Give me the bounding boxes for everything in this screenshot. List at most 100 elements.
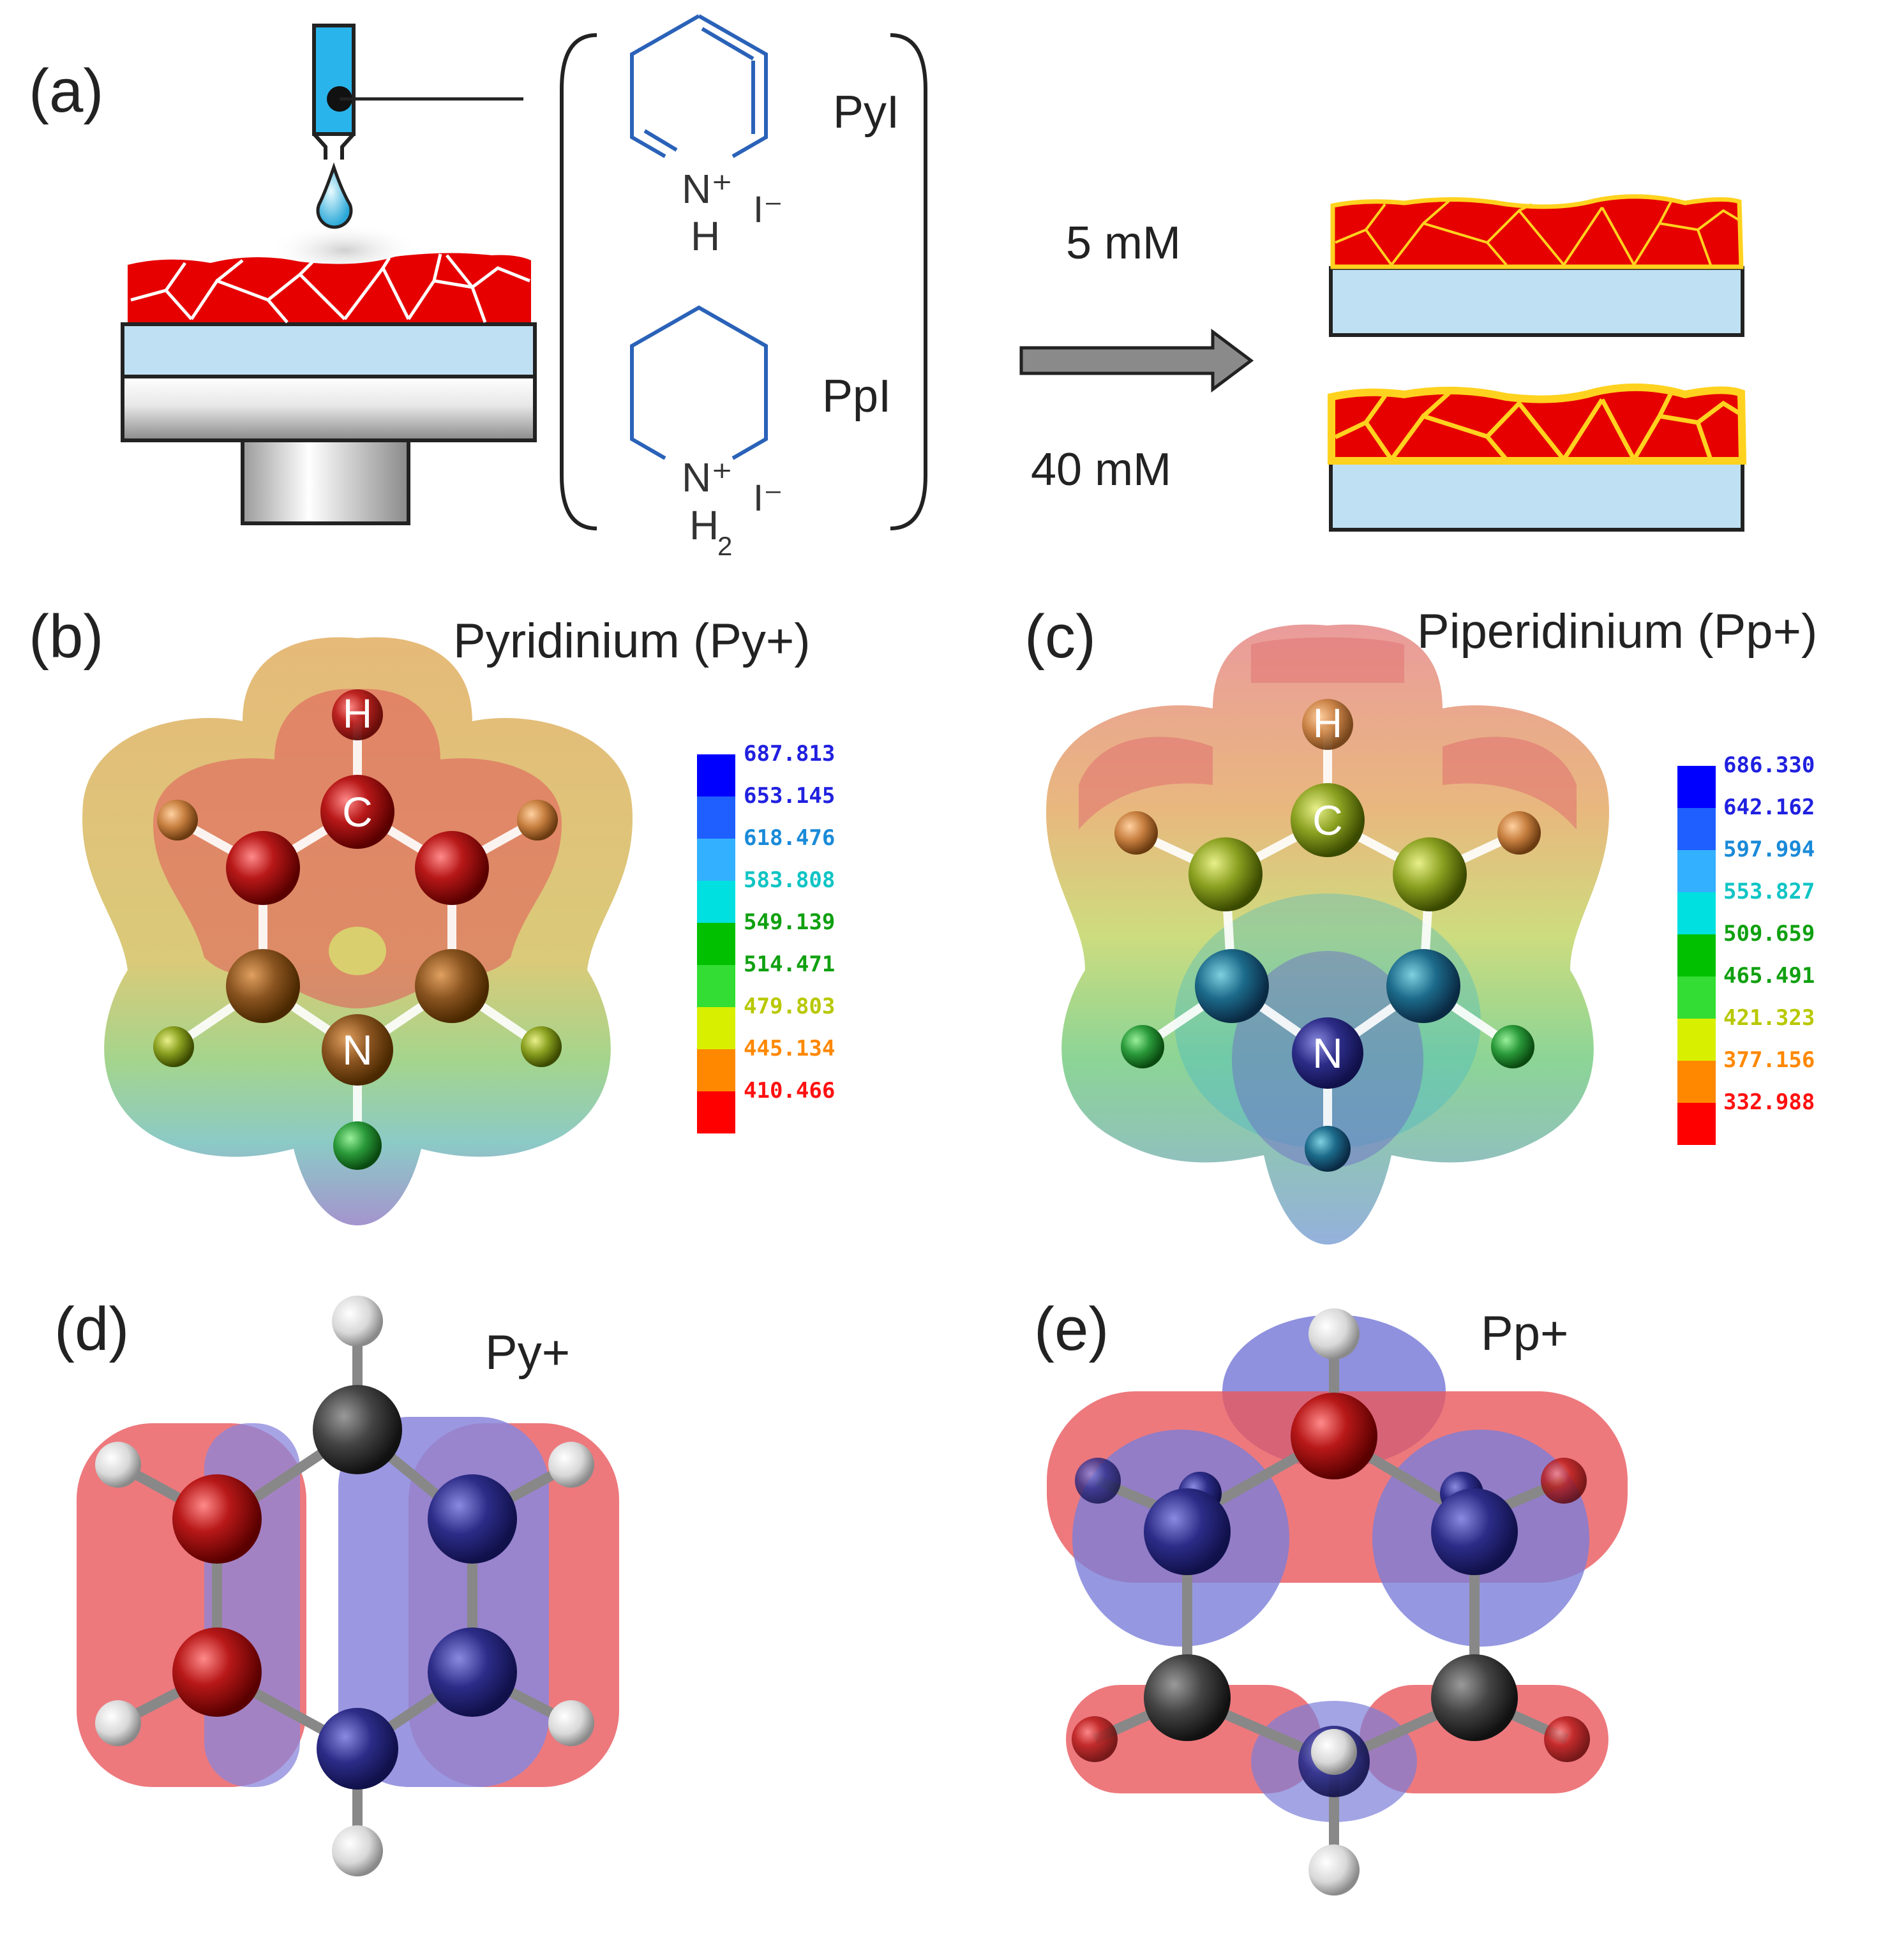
panel-c-label: (c) [1024, 602, 1096, 671]
carbon-atom [1386, 949, 1460, 1023]
scale-swatch [697, 796, 735, 839]
spin-coater-chuck [121, 375, 537, 442]
substrate [121, 322, 537, 378]
scale-value-label: 618.476 [744, 825, 835, 851]
panel-d: (d) Py+ [54, 1295, 619, 1876]
carbon-atom [1431, 1488, 1518, 1575]
carbon-atom [428, 1474, 517, 1564]
panel-a-label: (a) [29, 57, 103, 125]
scale-swatch [1677, 766, 1716, 808]
panel-e-label: (e) [1034, 1295, 1109, 1363]
carbon-atom [1431, 1654, 1518, 1741]
film-grain-boundaries-40mM [1334, 389, 1741, 461]
hydrogen-atom [1305, 1126, 1351, 1172]
panel-b: (b) Pyridinium (Py+) [29, 602, 835, 1225]
pp-color-scale: 686.330642.162597.994553.827509.659465.4… [1677, 752, 1815, 1145]
scale-swatch [697, 839, 735, 881]
hydrogen-atom [333, 1121, 382, 1170]
hydrogen-atom [517, 800, 558, 841]
hydrogen-atom [1497, 811, 1541, 855]
py-ball-stick: H C N [153, 689, 562, 1170]
py-atom-label-h: H [343, 691, 372, 737]
right-parenthesis [890, 33, 927, 530]
scale-swatch [1677, 976, 1716, 1019]
pp-esp-negative-right [1443, 737, 1577, 830]
film-grain-boundaries [130, 253, 530, 324]
scale-value-label: 642.162 [1723, 795, 1815, 820]
scale-value-label: 583.808 [744, 867, 835, 893]
scale-value-label: 479.803 [744, 994, 835, 1019]
nitrogen-atom [1292, 1017, 1363, 1089]
scale-value-label: 597.994 [1723, 837, 1815, 862]
nitrogen-atom [317, 1708, 398, 1790]
carbon-atom [1291, 1393, 1377, 1479]
carbon-atom [172, 1474, 262, 1564]
scale-value-label: 465.491 [1723, 963, 1815, 989]
py-atom-label-n: N [342, 1026, 373, 1073]
film-grain-boundaries-5mM [1335, 198, 1741, 266]
scale-value-label: 514.471 [744, 952, 835, 977]
hydrogen-atom [1311, 1729, 1357, 1775]
scale-swatch [1677, 934, 1716, 976]
substrate-5mM [1329, 266, 1744, 337]
scale-swatch [697, 1049, 735, 1091]
pyi-anion: I⁻ [753, 189, 783, 230]
carbon-atom [1291, 783, 1365, 857]
ppi-label: PpI [822, 371, 891, 422]
pp-ball-stick: H C N [1114, 699, 1541, 1172]
scale-value-label: 687.813 [744, 741, 835, 767]
carbon-atom [1144, 1654, 1231, 1741]
hydrogen-atom [153, 1026, 194, 1067]
carbon-atom [226, 831, 300, 905]
pipette [312, 24, 523, 229]
scale-swatch [697, 881, 735, 923]
py-atom-label-c: C [342, 788, 373, 835]
panel-e: (e) Pp+ [1034, 1295, 1628, 1896]
hydrogen-atom [157, 800, 198, 841]
scale-value-label: 549.139 [744, 909, 835, 935]
hydrogen-atom [521, 1026, 562, 1067]
hydrogen-atom [1308, 1844, 1360, 1896]
hydrogen-atom [1544, 1716, 1590, 1762]
scale-value-label: 509.659 [1723, 921, 1815, 946]
scale-swatch [1677, 1019, 1716, 1061]
scale-swatch [1677, 892, 1716, 934]
film-5mM [1329, 194, 1744, 337]
hydrogen-atom [332, 1296, 383, 1347]
film-40mM [1328, 383, 1747, 532]
scale-value-label: 653.145 [744, 783, 835, 809]
ppi-anion: I⁻ [753, 477, 783, 519]
panel-e-title: Pp+ [1481, 1306, 1568, 1361]
ppi-hydrogen: H [689, 502, 719, 548]
py-orbital-molecule [95, 1296, 594, 1876]
panel-b-title: Pyridinium (Py+) [453, 614, 811, 668]
carbon-atom [1188, 837, 1263, 911]
carbon-atom [1195, 949, 1269, 1023]
scale-swatch [1677, 1103, 1716, 1145]
left-parenthesis [560, 33, 597, 530]
scale-swatch [697, 754, 735, 796]
carbon-atom [320, 775, 394, 849]
pp-esp-negative-left [1079, 737, 1213, 830]
concentration-high-label: 40 mM [1031, 444, 1171, 495]
ppi-cation: N⁺ [682, 454, 733, 500]
ppi-structure: N⁺ H 2 I⁻ PpI [630, 305, 891, 561]
hydrogen-atom [1302, 699, 1353, 750]
scale-swatch [697, 923, 735, 965]
hydrogen-atom [1121, 1025, 1164, 1068]
scale-value-label: 686.330 [1723, 752, 1815, 778]
panel-c-title: Piperidinium (Pp+) [1417, 604, 1817, 659]
scale-value-label: 421.323 [1723, 1005, 1815, 1031]
hydrogen-atom [1541, 1458, 1587, 1504]
pipette-body [312, 24, 356, 136]
pyi-hydrogen: H [691, 213, 720, 259]
carbon-atom [415, 949, 489, 1023]
scale-swatch [1677, 850, 1716, 892]
spin-coater [121, 223, 537, 525]
scale-swatch [697, 1091, 735, 1133]
pp-orbital-molecule [1072, 1308, 1590, 1896]
hydrogen-atom [1491, 1025, 1534, 1068]
substrate-40mM [1329, 461, 1744, 532]
scale-swatch [697, 965, 735, 1007]
process-arrow [1019, 329, 1254, 393]
